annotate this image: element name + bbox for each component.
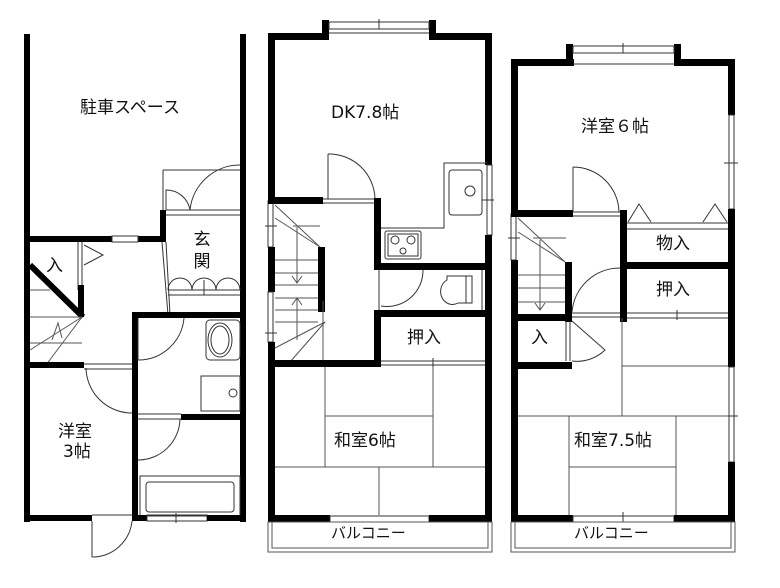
room-label-western-room-1f-size: 3帖	[63, 442, 91, 462]
balcony-label-2f: バルコニー	[331, 524, 406, 542]
room-label-parking: 駐車スペース	[80, 98, 180, 118]
room-label-closet-2f: 押入	[407, 328, 441, 348]
balcony-label-3f: バルコニー	[574, 524, 649, 542]
room-label-storage-3f: 物入	[656, 234, 690, 254]
room-label-dk: DK7.8帖	[331, 103, 400, 123]
floor-1-plan	[24, 34, 246, 558]
room-label-japanese-room-2f: 和室6帖	[334, 431, 396, 451]
room-label-western-room-1f: 洋室	[58, 422, 92, 442]
room-label-entrance: 玄関	[193, 230, 211, 272]
room-label-closet-3f: 押入	[656, 280, 690, 300]
room-label-western-room-3f: 洋室６帖	[581, 117, 649, 137]
room-label-storage-1f: 入	[46, 256, 63, 276]
room-label-japanese-room-3f: 和室7.5帖	[574, 431, 653, 451]
floor-2-plan	[265, 19, 494, 553]
room-label-small-storage-3f: 入	[531, 328, 548, 348]
floor-3-plan	[508, 43, 738, 553]
